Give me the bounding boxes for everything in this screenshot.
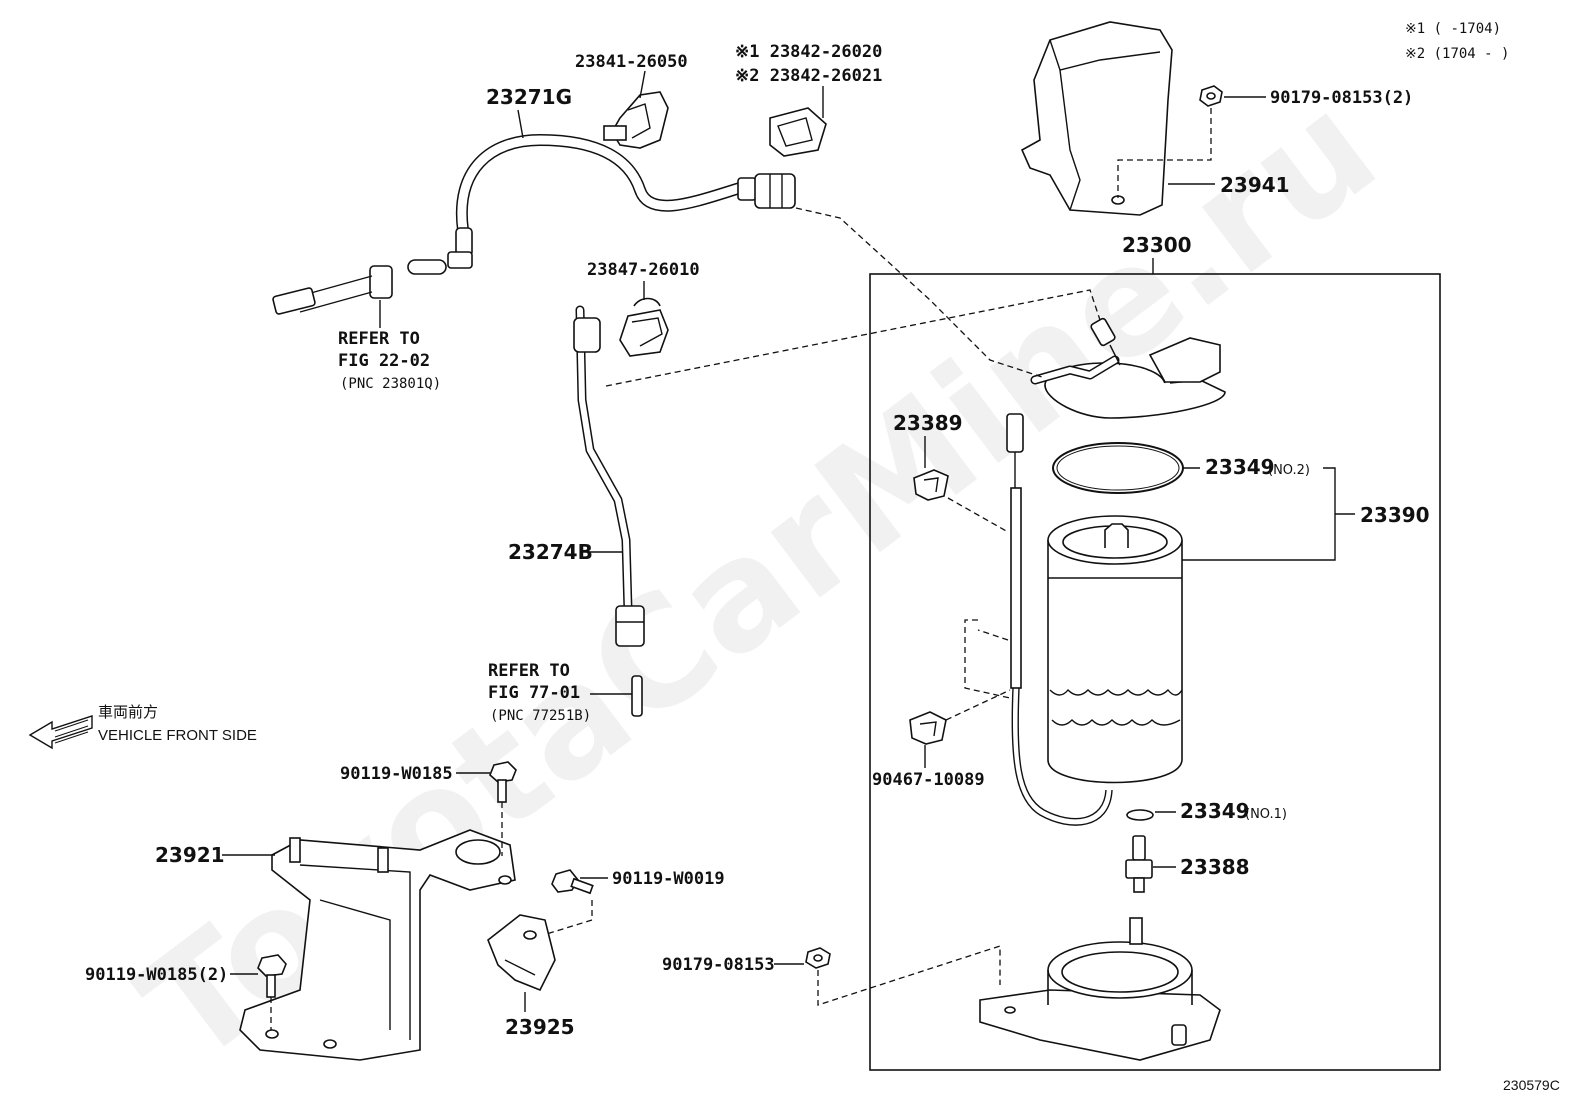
note-1: ※1 ( -1704) bbox=[1405, 21, 1501, 37]
sensor-wire[interactable] bbox=[1006, 413, 1113, 826]
drain-plug-23388[interactable] bbox=[1125, 835, 1153, 893]
o-ring-23349-no1[interactable] bbox=[1126, 809, 1154, 821]
bracket-23921[interactable] bbox=[239, 829, 516, 1061]
vehicle-front-arrow-icon bbox=[28, 715, 93, 750]
refer1-line3[interactable]: (PNC 23801Q) bbox=[340, 376, 441, 392]
label-23921[interactable]: 23921 bbox=[155, 843, 225, 867]
cover-23941[interactable] bbox=[1020, 21, 1173, 216]
clip-23847-26010[interactable] bbox=[619, 297, 669, 357]
label-23390[interactable]: 23390 bbox=[1360, 503, 1430, 527]
label-23841[interactable]: 23841-26050 bbox=[575, 52, 688, 72]
filter-bracket[interactable] bbox=[979, 917, 1221, 1061]
label-23389[interactable]: 23389 bbox=[893, 411, 963, 435]
clamp-90467-10089[interactable] bbox=[909, 711, 947, 745]
label-23842-a[interactable]: ※1 23842-26020 bbox=[735, 42, 882, 62]
label-23300[interactable]: 23300 bbox=[1122, 233, 1192, 257]
filter-head[interactable] bbox=[1030, 317, 1226, 419]
label-90119-w0185-top[interactable]: 90119-W0185 bbox=[340, 764, 453, 784]
refer1-line1[interactable]: REFER TO bbox=[338, 329, 420, 349]
orientation-jp: 車両前方 bbox=[98, 704, 158, 721]
nut-90179-top[interactable] bbox=[1199, 85, 1223, 107]
label-90119-w0185-left[interactable]: 90119-W0185(2) bbox=[85, 965, 228, 985]
label-23941[interactable]: 23941 bbox=[1220, 173, 1290, 197]
bracket-23925[interactable] bbox=[487, 914, 556, 992]
refer2-line1[interactable]: REFER TO bbox=[488, 661, 570, 681]
label-23847[interactable]: 23847-26010 bbox=[587, 260, 700, 280]
pipe-23274b[interactable] bbox=[573, 305, 645, 647]
orientation-en: VEHICLE FRONT SIDE bbox=[98, 727, 257, 744]
label-23349-no2-suffix: (NO.2) bbox=[1268, 463, 1310, 478]
label-90179-mid[interactable]: 90179-08153 bbox=[662, 955, 775, 975]
hose-stub bbox=[631, 675, 643, 717]
label-90179-top[interactable]: 90179-08153(2) bbox=[1270, 88, 1413, 108]
bolt-90119-w0019[interactable] bbox=[551, 869, 594, 895]
label-23349-no1-suffix: (NO.1) bbox=[1245, 807, 1287, 822]
nut-90179-mid[interactable] bbox=[805, 947, 831, 969]
clamp-23389[interactable] bbox=[913, 469, 949, 501]
label-23349-no1[interactable]: 23349 bbox=[1180, 799, 1250, 823]
refer2-line3[interactable]: (PNC 77251B) bbox=[490, 708, 591, 724]
assembly-box-23300 bbox=[869, 273, 1441, 1071]
refer2-line2[interactable]: FIG 77-01 bbox=[488, 683, 580, 703]
hose-23271g[interactable] bbox=[447, 134, 796, 269]
connector-pipe-left bbox=[272, 259, 447, 315]
clip-23842[interactable] bbox=[769, 107, 827, 157]
label-90119-w0019[interactable]: 90119-W0019 bbox=[612, 869, 725, 889]
bolt-90119-w0185-left[interactable] bbox=[257, 954, 287, 998]
label-23271g[interactable]: 23271G bbox=[486, 85, 572, 109]
label-23388[interactable]: 23388 bbox=[1180, 855, 1250, 879]
label-23274b[interactable]: 23274B bbox=[508, 540, 593, 564]
fuel-filter-element-23390[interactable] bbox=[1047, 515, 1183, 784]
label-23925[interactable]: 23925 bbox=[505, 1015, 575, 1039]
o-ring-23349-no2[interactable] bbox=[1052, 442, 1184, 494]
refer1-line2[interactable]: FIG 22-02 bbox=[338, 351, 430, 371]
clamp-23841-26050[interactable] bbox=[603, 91, 669, 149]
figure-code: 230579C bbox=[1503, 1077, 1560, 1093]
label-23842-b[interactable]: ※2 23842-26021 bbox=[735, 66, 882, 86]
note-2: ※2 (1704 - ) bbox=[1405, 46, 1509, 62]
label-23349-no2[interactable]: 23349 bbox=[1205, 455, 1275, 479]
label-90467[interactable]: 90467-10089 bbox=[872, 770, 985, 790]
